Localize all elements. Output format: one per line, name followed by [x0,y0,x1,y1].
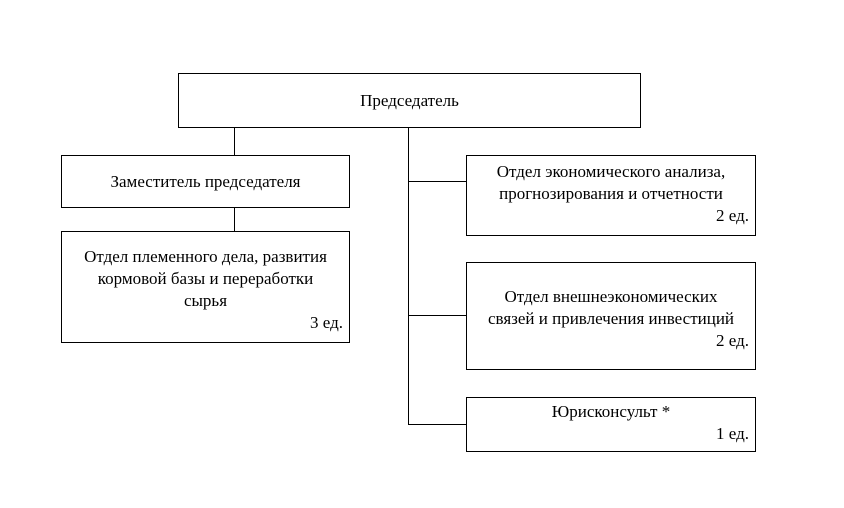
foreign-dept-units: 2 ед. [716,331,749,350]
breeding-dept-units: 3 ед. [310,313,343,332]
deputy-label: Заместитель председателя [110,171,301,191]
legal-box: Юрисконсульт * 1 ед. [466,397,756,452]
foreign-dept-title-line1: Отдел внешнеэкономических [504,287,718,306]
economic-dept-box: Отдел экономического анализа, прогнозиро… [466,155,756,236]
connector-to-legal [408,424,466,425]
chairman-box: Председатель [178,73,641,128]
connector-to-foreign [408,315,466,316]
economic-dept-title-line2: прогнозирования и отчетности [499,184,723,203]
economic-dept-title-line1: Отдел экономического анализа, [496,162,726,181]
connector-chairman-to-deputy [234,127,235,155]
connector-deputy-to-breeding [234,207,235,231]
deputy-box: Заместитель председателя [61,155,350,208]
foreign-dept-title-line2: связей и привлечения инвестиций [487,309,735,328]
connector-to-economic [408,181,466,182]
chairman-label: Председатель [360,90,459,110]
legal-title: Юрисконсульт * [551,402,671,421]
breeding-dept-title-line2: кормовой базы и переработки [97,269,314,288]
foreign-dept-box: Отдел внешнеэкономических связей и привл… [466,262,756,370]
economic-dept-units: 2 ед. [716,206,749,225]
breeding-dept-title-line1: Отдел племенного дела, развития [84,247,327,266]
legal-units: 1 ед. [716,424,749,443]
connector-main-trunk [408,127,409,425]
breeding-dept-box: Отдел племенного дела, развития кормовой… [61,231,350,343]
breeding-dept-title-line3: сырья [183,291,228,310]
